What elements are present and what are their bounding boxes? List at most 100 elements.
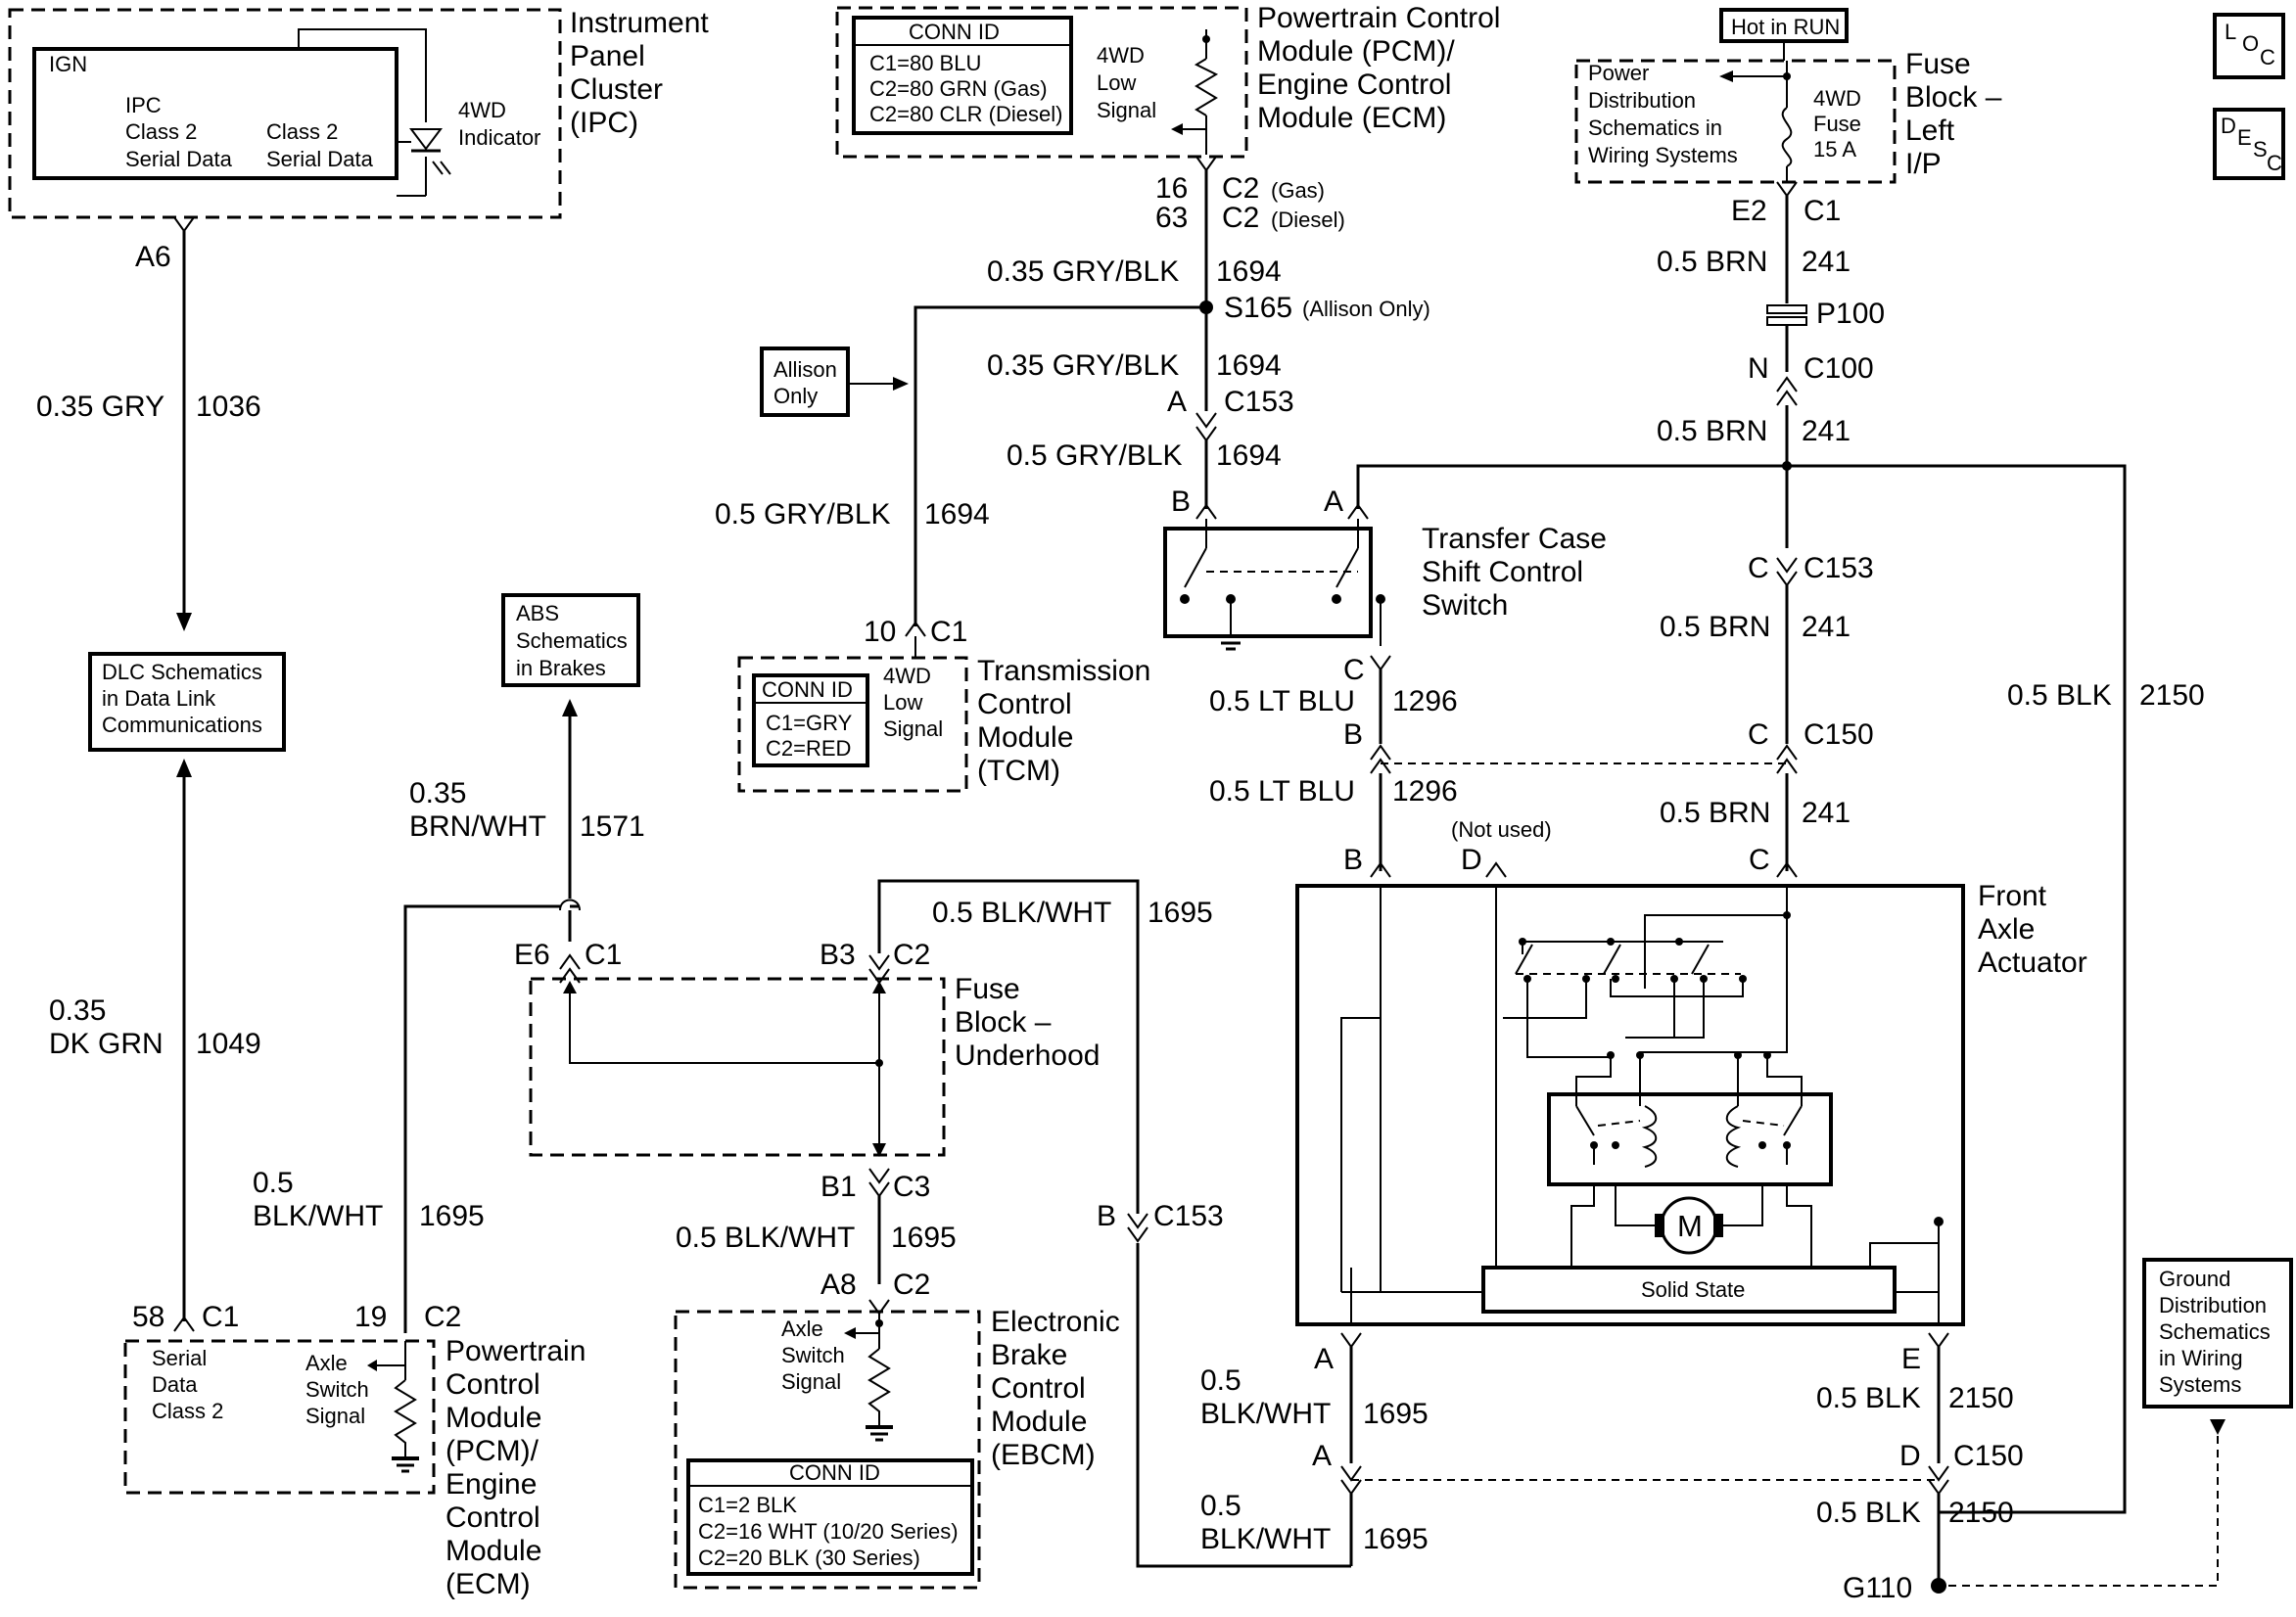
- svg-text:Signal: Signal: [883, 716, 943, 741]
- svg-text:Fuse: Fuse: [1813, 112, 1861, 136]
- svg-text:C2: C2: [1222, 202, 1259, 234]
- svg-text:4WD: 4WD: [1097, 43, 1145, 68]
- svg-text:Module (PCM)/: Module (PCM)/: [1257, 35, 1455, 68]
- svg-text:Data: Data: [152, 1372, 198, 1397]
- svg-text:B1: B1: [820, 1171, 857, 1203]
- svg-text:Panel: Panel: [570, 40, 645, 72]
- svg-text:CONN ID: CONN ID: [909, 20, 1000, 44]
- allison-box: Allison Only: [760, 346, 909, 417]
- svg-text:Fuse: Fuse: [1905, 48, 1971, 80]
- svg-text:Axle: Axle: [305, 1351, 348, 1375]
- svg-text:1695: 1695: [1363, 1523, 1429, 1555]
- svg-text:C2=16 WHT (10/20 Series): C2=16 WHT (10/20 Series): [698, 1519, 959, 1544]
- svg-text:Class 2: Class 2: [266, 119, 338, 144]
- svg-text:Control: Control: [977, 688, 1072, 720]
- wire-241: E2 C1 0.5 BRN 241 P100 N C100 0.5 BRN 24…: [1356, 181, 2127, 1514]
- svg-text:58: 58: [132, 1301, 164, 1333]
- svg-text:1571: 1571: [580, 810, 645, 843]
- svg-text:C2=20 BLK (30 Series): C2=20 BLK (30 Series): [698, 1546, 920, 1570]
- svg-text:Module: Module: [977, 721, 1073, 754]
- svg-text:0.5 BLK: 0.5 BLK: [1816, 1497, 1921, 1529]
- svg-text:Systems: Systems: [2159, 1372, 2241, 1397]
- svg-text:C153: C153: [1804, 552, 1874, 584]
- svg-text:Allison: Allison: [773, 357, 837, 382]
- svg-text:C2=80 CLR (Diesel): C2=80 CLR (Diesel): [869, 102, 1062, 126]
- svg-text:Powertrain Control: Powertrain Control: [1257, 2, 1500, 34]
- svg-text:(PCM)/: (PCM)/: [445, 1435, 539, 1467]
- loc-icon[interactable]: L O C: [2213, 13, 2285, 79]
- svg-text:Ground: Ground: [2159, 1267, 2230, 1291]
- svg-text:CONN ID: CONN ID: [789, 1460, 880, 1485]
- ipc-module: IGN IPC Class 2 Serial Data Class 2 Seri…: [8, 7, 709, 219]
- svg-text:(ECM): (ECM): [445, 1568, 531, 1600]
- svg-text:Instrument: Instrument: [570, 7, 709, 39]
- svg-text:Cluster: Cluster: [570, 73, 663, 106]
- svg-text:in Brakes: in Brakes: [516, 656, 606, 680]
- svg-text:4WD: 4WD: [883, 664, 931, 688]
- svg-text:0.35: 0.35: [409, 777, 466, 809]
- svg-text:(Diesel): (Diesel): [1271, 208, 1345, 232]
- svg-text:0.5 BRN: 0.5 BRN: [1660, 797, 1770, 829]
- svg-text:C153: C153: [1153, 1200, 1224, 1232]
- svg-text:Engine: Engine: [445, 1468, 537, 1501]
- svg-text:C: C: [1749, 844, 1770, 876]
- svg-text:A: A: [1312, 1440, 1332, 1472]
- svg-text:1296: 1296: [1392, 775, 1458, 808]
- svg-text:19: 19: [354, 1301, 387, 1333]
- svg-text:D: D: [1461, 844, 1482, 876]
- svg-text:Underhood: Underhood: [955, 1040, 1100, 1072]
- wire-1049: 0.35 DK GRN 1049: [49, 759, 261, 1332]
- svg-text:Wiring Systems: Wiring Systems: [1588, 143, 1738, 167]
- svg-text:Axle: Axle: [1978, 913, 2035, 946]
- ground-point-icon: [1931, 1578, 1946, 1594]
- svg-text:Switch: Switch: [305, 1377, 369, 1402]
- svg-text:241: 241: [1802, 611, 1851, 643]
- svg-text:E2: E2: [1731, 195, 1767, 227]
- svg-text:(Gas): (Gas): [1271, 178, 1325, 203]
- svg-text:Class 2: Class 2: [125, 119, 197, 144]
- wire-1695-right: A 0.5 BLK/WHT 1695 A 0.5 BLK/WHT 1695 B …: [877, 879, 1939, 1568]
- svg-text:Communications: Communications: [102, 713, 262, 737]
- wire-1694: 16 63 C2 (Gas) C2 (Diesel) 0.35 GRY/BLK …: [715, 156, 1430, 637]
- svg-text:Low: Low: [1097, 70, 1136, 95]
- svg-text:C1=80 BLU: C1=80 BLU: [869, 51, 981, 75]
- svg-text:C: C: [1343, 654, 1365, 686]
- svg-text:E: E: [2237, 125, 2252, 150]
- svg-text:Left: Left: [1905, 115, 1955, 147]
- svg-text:0.5: 0.5: [1200, 1364, 1242, 1397]
- svg-text:Indicator: Indicator: [458, 125, 540, 150]
- svg-text:B3: B3: [820, 939, 856, 971]
- svg-text:BLK/WHT: BLK/WHT: [253, 1200, 383, 1232]
- svg-text:(EBCM): (EBCM): [991, 1439, 1096, 1471]
- svg-text:O: O: [2242, 31, 2259, 56]
- svg-text:0.35: 0.35: [49, 994, 106, 1027]
- dlc-box: DLC Schematics in Data Link Communicatio…: [88, 652, 286, 752]
- desc-icon[interactable]: D E S C: [2213, 108, 2285, 180]
- svg-text:E: E: [1901, 1343, 1921, 1375]
- svg-text:C2=RED: C2=RED: [766, 736, 851, 761]
- svg-text:1695: 1695: [419, 1200, 485, 1232]
- svg-text:BLK/WHT: BLK/WHT: [1200, 1398, 1331, 1430]
- svg-text:1695: 1695: [891, 1222, 957, 1254]
- svg-text:C153: C153: [1224, 386, 1294, 418]
- svg-text:1695: 1695: [1363, 1398, 1429, 1430]
- svg-text:Switch: Switch: [781, 1343, 845, 1367]
- svg-text:0.35 GRY: 0.35 GRY: [36, 391, 164, 423]
- svg-text:D: D: [2221, 114, 2236, 138]
- svg-text:1694: 1694: [1216, 439, 1282, 472]
- svg-text:Brake: Brake: [991, 1339, 1067, 1371]
- wire-1036: A6 0.35 GRY 1036: [36, 216, 261, 631]
- svg-text:2150: 2150: [1948, 1497, 2014, 1529]
- svg-text:(TCM): (TCM): [977, 755, 1060, 787]
- svg-text:Module: Module: [445, 1402, 541, 1434]
- svg-text:Powertrain: Powertrain: [445, 1335, 586, 1367]
- svg-text:in Data Link: in Data Link: [102, 686, 216, 711]
- svg-text:in Wiring: in Wiring: [2159, 1346, 2243, 1370]
- svg-text:C: C: [2260, 45, 2275, 69]
- svg-text:0.5 BLK: 0.5 BLK: [1816, 1382, 1921, 1414]
- svg-text:C150: C150: [1804, 718, 1874, 751]
- svg-text:B: B: [1343, 844, 1363, 876]
- svg-text:Only: Only: [773, 384, 818, 408]
- svg-text:Block –: Block –: [955, 1006, 1052, 1039]
- fuse-block-underhood: E6 C1 B3 C2 Fuse Block – Underhood B1 C3…: [253, 904, 1100, 1333]
